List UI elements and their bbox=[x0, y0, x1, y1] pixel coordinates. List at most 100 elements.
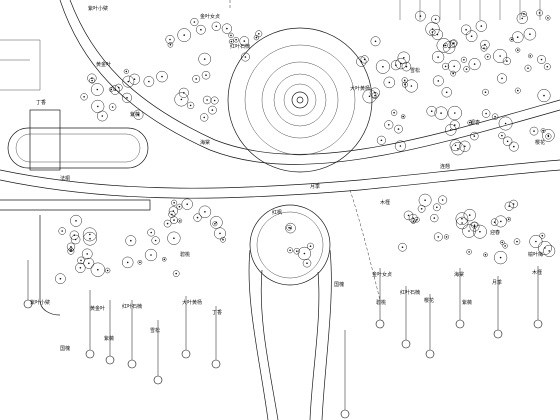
tree-symbol bbox=[447, 105, 462, 121]
leader-tag bbox=[401, 339, 411, 349]
leader-tag bbox=[181, 349, 191, 359]
central-lawn-outer bbox=[227, 27, 373, 173]
tree-center bbox=[309, 245, 312, 247]
tree-symbol bbox=[383, 76, 396, 89]
tree-symbol bbox=[417, 204, 426, 213]
tree-symbol bbox=[369, 87, 381, 98]
tree-symbol bbox=[455, 216, 469, 230]
tree-symbol bbox=[143, 76, 155, 87]
tree-center bbox=[484, 254, 487, 256]
tree-symbol bbox=[362, 89, 377, 104]
tree-symbol bbox=[496, 73, 508, 84]
tree-center bbox=[437, 236, 440, 238]
tree-symbol bbox=[287, 247, 294, 254]
tree-symbol bbox=[529, 126, 539, 136]
tree-center bbox=[517, 89, 519, 92]
tree-center bbox=[434, 18, 437, 21]
tree-center bbox=[454, 144, 457, 147]
lower-plaza-inner bbox=[256, 211, 324, 279]
tree-center bbox=[110, 88, 113, 91]
tree-symbol bbox=[515, 47, 521, 53]
tree-symbol bbox=[83, 257, 95, 269]
right-label: 紫薇 bbox=[462, 300, 473, 306]
tree-symbol bbox=[449, 120, 460, 131]
plant-label: 红叶石楠 bbox=[230, 44, 251, 50]
plant-label: 红枫 bbox=[272, 210, 283, 216]
tree-symbol bbox=[490, 218, 499, 226]
tree-center bbox=[195, 78, 197, 80]
tree-center bbox=[547, 17, 549, 19]
tree-symbol bbox=[285, 222, 296, 234]
tree-symbol bbox=[498, 116, 513, 131]
tree-symbol bbox=[96, 110, 108, 122]
leader-tag bbox=[455, 319, 465, 329]
tree-center bbox=[80, 259, 82, 262]
tree-center bbox=[527, 67, 529, 69]
central-lawn-ring-2 bbox=[261, 61, 339, 139]
leader-tag bbox=[85, 349, 95, 359]
tree-center bbox=[79, 267, 82, 269]
tree-center bbox=[222, 238, 224, 241]
tree-center bbox=[461, 222, 463, 224]
tree-symbol bbox=[494, 215, 507, 228]
tree-center bbox=[547, 135, 550, 138]
tree-symbol bbox=[469, 221, 480, 232]
tree-center bbox=[111, 106, 114, 108]
tree-center bbox=[173, 237, 175, 239]
bottom-label: 紫薇 bbox=[104, 336, 115, 342]
tree-symbol bbox=[472, 224, 487, 239]
tree-symbol bbox=[404, 79, 418, 93]
tree-center bbox=[441, 199, 444, 201]
tree-center bbox=[452, 72, 455, 75]
tree-symbol bbox=[211, 21, 221, 31]
tree-symbol bbox=[537, 89, 551, 103]
tree-symbol bbox=[401, 77, 408, 84]
tree-symbol bbox=[286, 224, 292, 231]
tree-center bbox=[500, 220, 502, 223]
tree-center bbox=[169, 44, 172, 46]
tree-center bbox=[402, 115, 405, 118]
tree-symbol bbox=[167, 231, 181, 245]
tree-center bbox=[206, 99, 208, 101]
tree-symbol bbox=[174, 92, 189, 107]
tree-symbol bbox=[125, 235, 137, 247]
tree-center bbox=[213, 99, 216, 102]
tree-symbol bbox=[484, 53, 491, 60]
tree-symbol bbox=[91, 99, 105, 113]
tree-center bbox=[483, 47, 485, 49]
tree-symbol bbox=[192, 74, 201, 83]
tree-center bbox=[473, 63, 476, 65]
tree-symbol bbox=[493, 250, 508, 265]
tree-symbol bbox=[499, 240, 505, 245]
tree-center bbox=[542, 129, 544, 132]
tree-center bbox=[166, 222, 169, 225]
tree-symbols bbox=[55, 9, 556, 285]
right-label: 金叶女贞 bbox=[372, 272, 393, 278]
tree-symbol bbox=[483, 252, 488, 258]
tree-symbol bbox=[167, 42, 174, 48]
tree-symbol bbox=[82, 227, 97, 242]
tree-symbol bbox=[455, 212, 469, 226]
tree-center bbox=[89, 237, 91, 240]
tree-symbol bbox=[307, 242, 314, 250]
tree-symbol bbox=[123, 68, 129, 74]
tree-center bbox=[380, 139, 383, 142]
tree-symbol bbox=[221, 23, 233, 34]
leader-tag bbox=[105, 355, 115, 365]
tree-center bbox=[523, 13, 525, 15]
tree-center bbox=[444, 44, 447, 47]
tree-center bbox=[289, 227, 292, 229]
tree-center bbox=[433, 217, 436, 219]
tree-center bbox=[464, 145, 466, 148]
tree-symbol bbox=[228, 32, 234, 39]
tree-symbol bbox=[475, 20, 487, 32]
leader-tag bbox=[493, 329, 503, 339]
tree-symbol bbox=[171, 199, 178, 206]
tree-center bbox=[457, 147, 459, 150]
tree-center bbox=[480, 25, 483, 27]
tree-symbol bbox=[170, 216, 178, 224]
tree-center bbox=[535, 240, 537, 243]
tree-symbol bbox=[398, 242, 407, 252]
tree-symbol bbox=[172, 270, 180, 277]
bottom-label: 雪松 bbox=[150, 328, 161, 334]
